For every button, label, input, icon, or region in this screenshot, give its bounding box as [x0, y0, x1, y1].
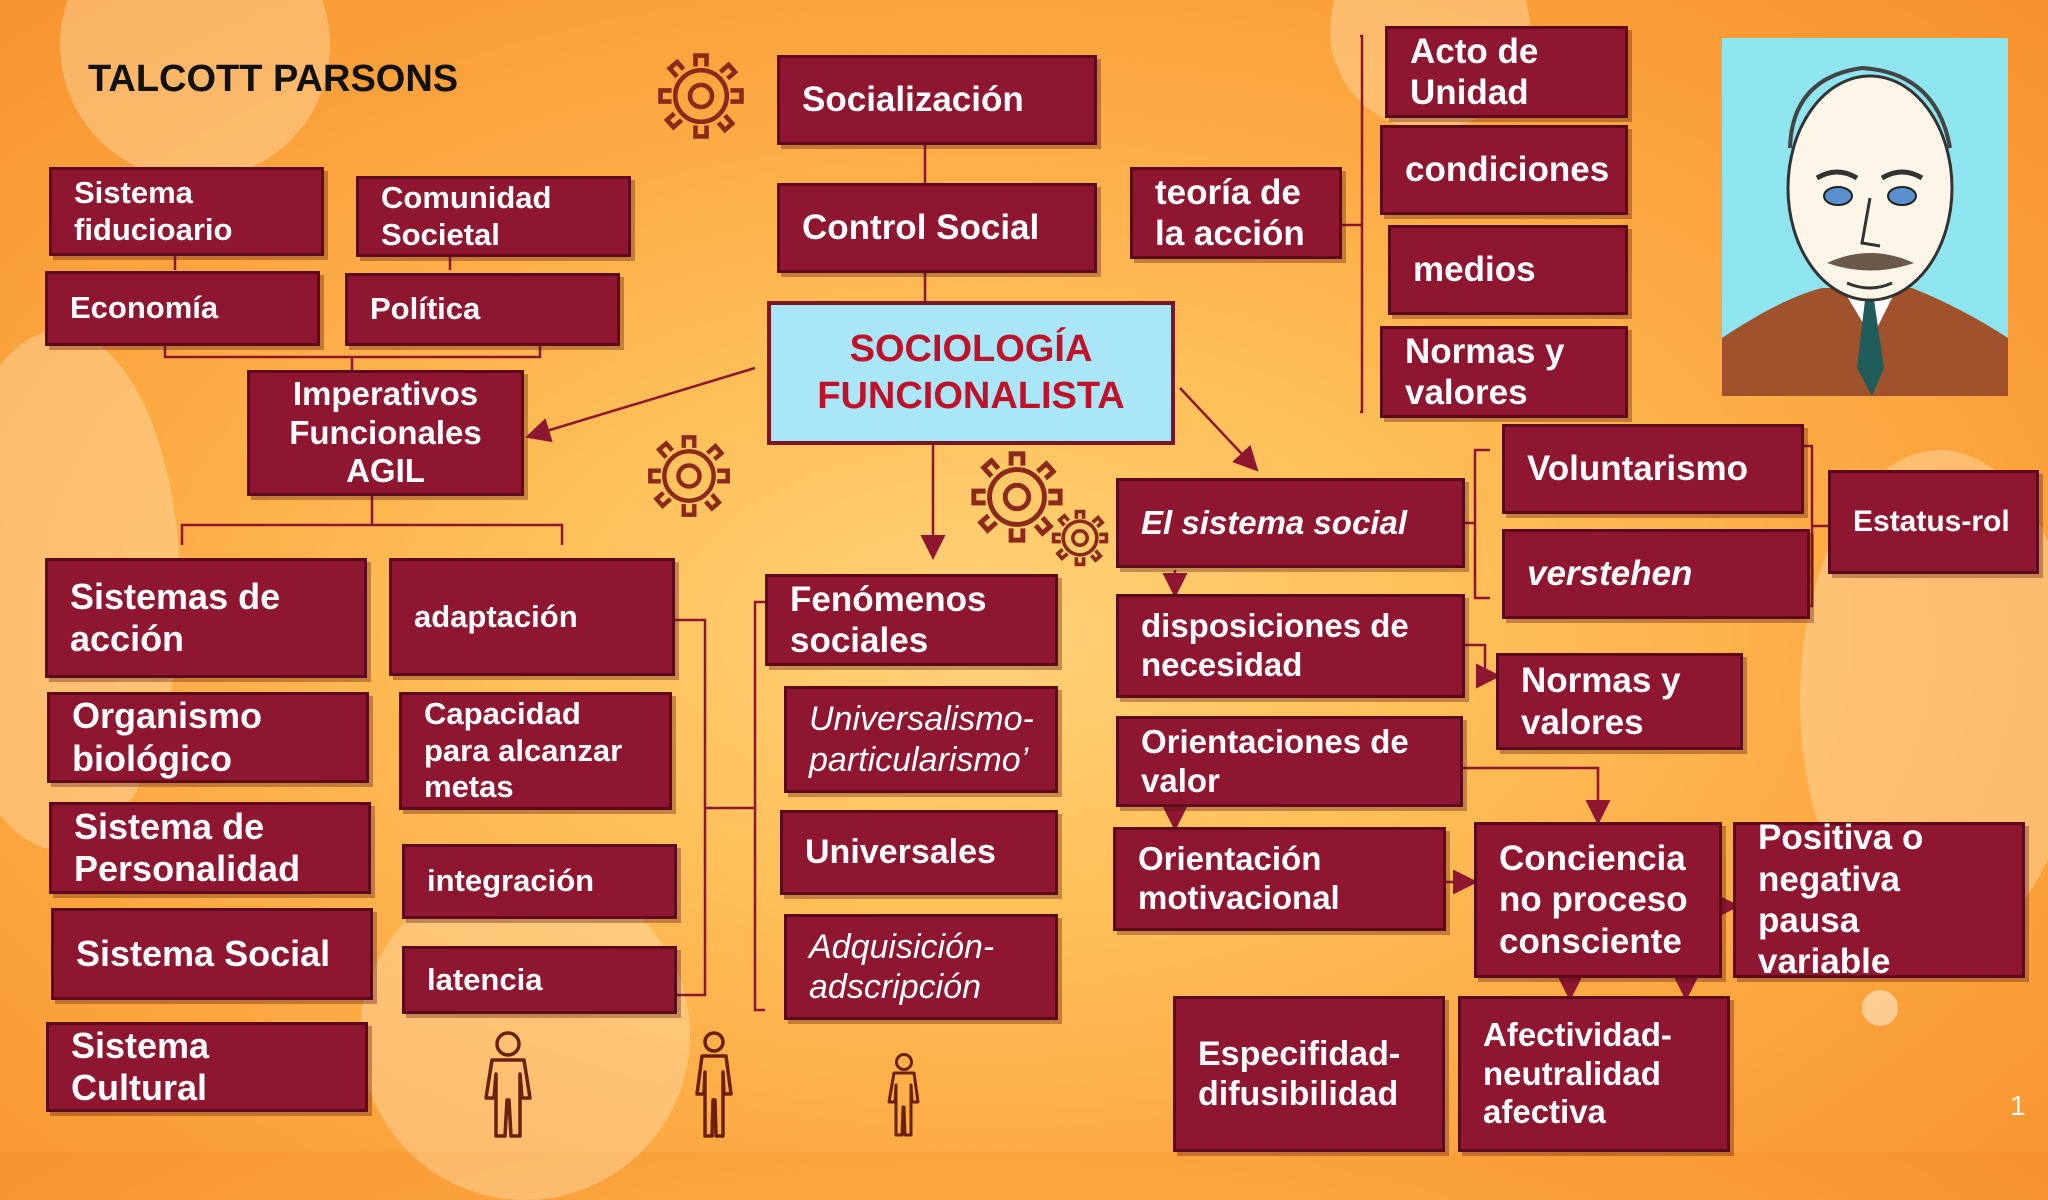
box-medios: medios: [1388, 225, 1628, 315]
gear-icon: [1051, 509, 1109, 567]
page-title: TALCOTT PARSONS: [88, 58, 459, 100]
bg-bubble: [360, 870, 690, 1200]
box-organismo-biologico: Organismo biológico: [47, 692, 369, 783]
box-sistema-de-personalidad: Sistema de Personalidad: [49, 802, 371, 894]
gear-icon: [658, 53, 744, 139]
person-icon: [695, 1031, 733, 1138]
box-teoria-de-la-accion: teoría de la acción: [1130, 167, 1342, 259]
box-disposiciones-de-necesidad: disposiciones de necesidad: [1116, 594, 1465, 698]
connector-lines: [163, 34, 1830, 1012]
box-latencia: latencia: [402, 946, 677, 1014]
box-especificidad-difusibilidad: Especifidad- difusibilidad: [1173, 996, 1445, 1152]
box-fenomenos-sociales: Fenómenos sociales: [765, 574, 1058, 666]
central-concept: SOCIOLOGÍA FUNCIONALISTA: [767, 301, 1175, 445]
box-positiva-o-negativa: Positiva o negativa pausa variable: [1733, 818, 2025, 981]
box-imperativos-funcionales: Imperativos Funcionales AGIL: [247, 370, 524, 496]
box-adquisicion-adscripcion: Adquisición- adscripción: [784, 914, 1058, 1020]
box-integracion: integración: [402, 844, 677, 919]
person-icon: [484, 1031, 532, 1138]
box-economia: Economía: [45, 271, 320, 346]
box-capacidad-metas: Capacidad para alcanzar metas: [399, 692, 672, 810]
box-normas-y-valores-social: Normas y valores: [1496, 653, 1743, 750]
box-orientacion-motivacional: Orientación motivacional: [1113, 827, 1446, 931]
bg-bubble: [1862, 990, 1898, 1026]
slide-number: 1: [2010, 1090, 2026, 1121]
box-conciencia: Conciencia no proceso consciente: [1474, 822, 1722, 978]
box-verstehen: verstehen: [1502, 529, 1810, 619]
box-acto-de-unidad: Acto de Unidad: [1385, 26, 1628, 118]
person-icon: [887, 1053, 920, 1137]
box-condiciones: condiciones: [1380, 125, 1628, 215]
box-sistema-fiduciario: Sistema fiducioario: [49, 167, 324, 256]
gear-icon: [648, 435, 730, 517]
box-adaptacion: adaptación: [389, 558, 675, 676]
portrait-illustration: [1722, 65, 2008, 396]
box-orientaciones-de-valor: Orientaciones de valor: [1116, 716, 1463, 807]
box-afectividad-neutralidad: Afectividad- neutralidad afectiva: [1458, 996, 1730, 1152]
box-el-sistema-social: El sistema social: [1116, 478, 1465, 568]
box-voluntarismo: Voluntarismo: [1502, 424, 1804, 514]
box-socializacion: Socialización: [777, 55, 1097, 145]
box-politica: Política: [345, 273, 620, 346]
box-sistema-cultural: Sistema Cultural: [46, 1022, 368, 1112]
box-universalismo-particularismo: Universalismo- particularismo’: [784, 686, 1058, 793]
box-control-social: Control Social: [777, 183, 1097, 273]
gear-icon: [971, 451, 1063, 543]
box-comunidad-societal: Comunidad Societal: [356, 176, 631, 257]
box-universales: Universales: [780, 810, 1058, 895]
box-sistemas-de-accion: Sistemas de acción: [45, 558, 367, 678]
box-normas-y-valores-teoria: Normas y valores: [1380, 326, 1628, 418]
box-sistema-social: Sistema Social: [51, 908, 373, 1000]
box-estatus-rol: Estatus-rol: [1828, 470, 2039, 574]
parsons-portrait: [1722, 38, 2008, 396]
